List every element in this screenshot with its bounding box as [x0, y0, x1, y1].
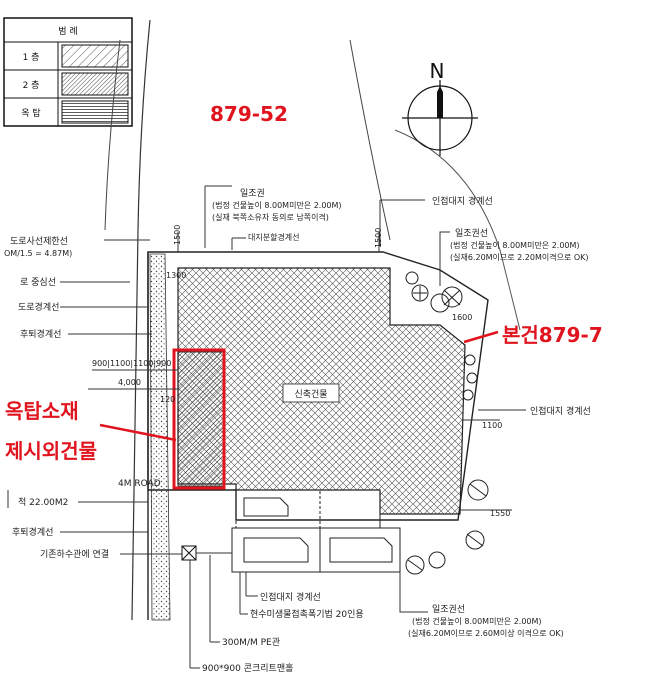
- septic-label: 현수미생물접촉폭기법 20인용: [250, 608, 364, 620]
- legend-swatch-2f: [61, 72, 129, 96]
- setback-line-label: 후퇴경계선: [20, 328, 61, 340]
- sunlight-bottom-title: 일조권선: [432, 603, 465, 615]
- adjacent-curve-line: [349, 39, 391, 241]
- sunlight-bottom-line1: (법정 건물높이 8.00M미만은 2.00M): [412, 616, 542, 626]
- manhole-label: 900*900 콘크리트맨홀: [202, 662, 293, 674]
- road-edge-line: [131, 19, 151, 621]
- new-building-label: 신축건물: [294, 389, 327, 400]
- sewer-label: 기존하수관에 연결: [40, 549, 109, 560]
- legend-label-2f: 2 층: [23, 80, 40, 91]
- sunlight-right-line1: (법정 건물높이 8.00M미만은 2.00M): [450, 240, 580, 250]
- sunlight-top-line1: (법정 건물높이 8.00M미만은 2.00M): [212, 200, 342, 210]
- legend-label-1f: 1 층: [23, 52, 40, 63]
- rooftop-pointer-line: [99, 423, 177, 442]
- legend-swatch-1f: [61, 44, 129, 68]
- dim-1550: 1550: [490, 509, 510, 518]
- rooftop-note-line1: 옥탑소재: [5, 399, 79, 423]
- sunlight-bottom-line2: (실재6.20M이므로 2.60M이상 이격으로 OK): [408, 628, 564, 638]
- area-label: 적 22.00M2: [18, 496, 68, 508]
- road-label: 4M ROAD: [118, 479, 161, 489]
- dim-1300: 1300: [166, 271, 186, 280]
- legend-title: 범 례: [58, 26, 77, 37]
- rooftop-structure: [177, 351, 225, 487]
- dim-1100: 1100: [482, 421, 502, 430]
- road-limit-label: 도로사선제한선: [10, 236, 68, 247]
- setback-line-2-label: 후퇴경계선: [12, 526, 53, 538]
- dim-120: 120: [160, 395, 175, 404]
- site-merge-label: 대지분할경계선: [248, 232, 300, 242]
- pipe-label: 300M/M PE관: [222, 637, 280, 648]
- dim-4000: 4,000: [118, 378, 141, 387]
- rooftop-note-line2: 제시외건물: [5, 439, 97, 463]
- site-boundary: [147, 251, 489, 521]
- adjacent-right-label: 인접대지 경계선: [530, 405, 591, 417]
- sunlight-right-line2: (실재6.20M이므로 2.20M이격으로 OK): [450, 252, 589, 262]
- north-arrow: N: [402, 59, 478, 156]
- road-boundary-label: 도로경계선: [18, 301, 59, 313]
- adjacent-top-label: 인접대지 경계선: [432, 195, 493, 207]
- adjacent-bottom-label: 인접대지 경계선: [260, 591, 321, 603]
- road-limit-value: OM/1.5 = 4.87M): [4, 249, 72, 258]
- road-curve-line: [104, 39, 121, 231]
- parcel-label-879-52: 879-52: [210, 102, 288, 126]
- parcel-pointer-line: [463, 330, 499, 344]
- tree-group: [405, 271, 489, 575]
- legend: 범 례 1 층 2 층 옥 탑: [3, 17, 133, 127]
- sunlight-right-title: 일조권선: [455, 227, 488, 239]
- right-curve-line: [394, 129, 521, 331]
- center-line-label: 로 중심선: [20, 277, 56, 288]
- parking-area: [231, 489, 401, 573]
- legend-swatch-rooftop: [61, 100, 129, 124]
- rooftop-highlight-box: [172, 348, 226, 490]
- sunlight-top-title: 일조권: [240, 187, 265, 199]
- north-letter: N: [430, 59, 445, 83]
- dim-1600: 1600: [452, 313, 472, 322]
- legend-label-rooftop: 옥 탑: [21, 107, 40, 119]
- dim-row-label: 900|1100|1100|900: [92, 359, 171, 368]
- parcel-label-879-7: 본건879-7: [502, 323, 603, 347]
- sunlight-top-line2: (실재 북쪽소유자 동의로 남쪽이격): [212, 212, 329, 222]
